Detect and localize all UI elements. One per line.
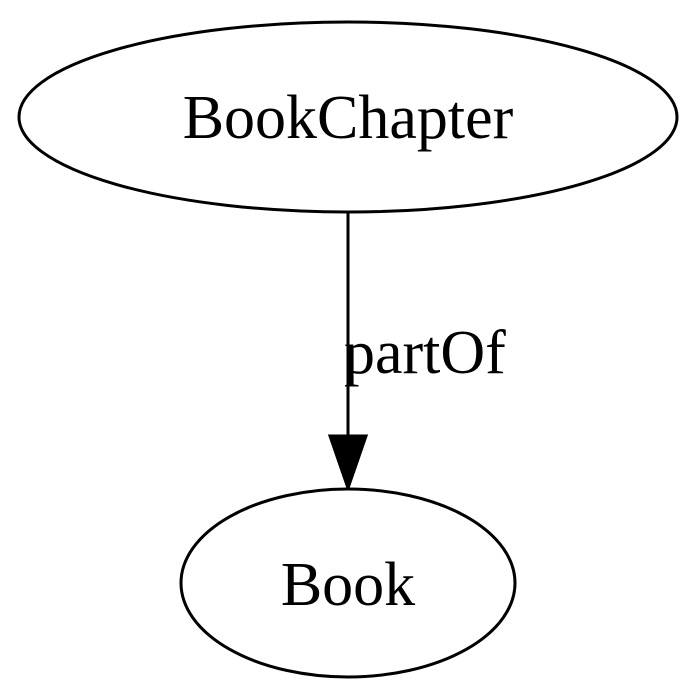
node-bookchapter-label: BookChapter <box>183 84 514 152</box>
edge-partof-arrowhead <box>327 434 369 493</box>
node-book-label: Book <box>281 551 415 619</box>
node-book-ellipse <box>179 487 517 679</box>
node-bookchapter[interactable]: BookChapter <box>17 20 679 214</box>
edge-partof[interactable]: partOf <box>327 212 506 493</box>
edge-partof-label: partOf <box>344 319 506 387</box>
node-book[interactable]: Book <box>179 487 517 679</box>
